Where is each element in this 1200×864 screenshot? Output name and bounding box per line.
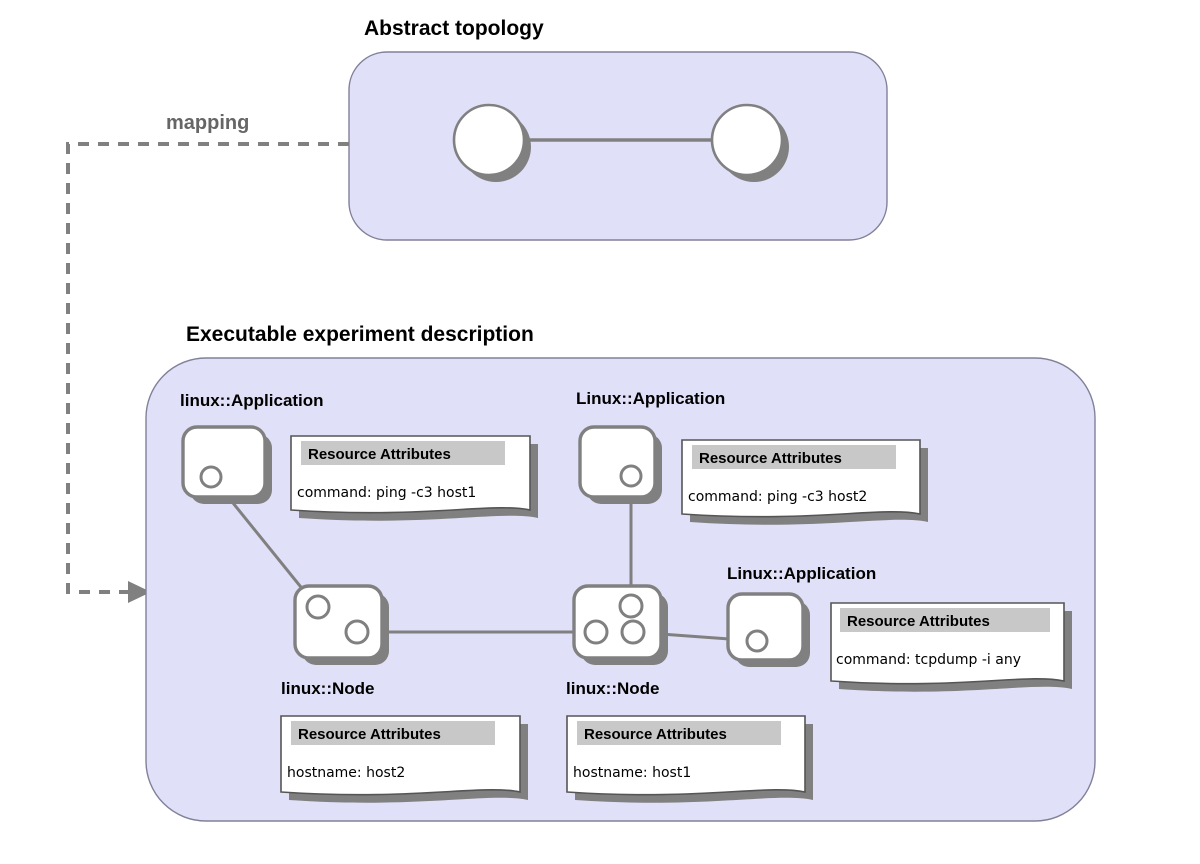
resource-node2-note-header-bg bbox=[291, 721, 495, 745]
resource-node1-shape[interactable] bbox=[572, 584, 663, 660]
mapping-label: mapping bbox=[166, 112, 249, 134]
resource-node1-note: Resource Attributes hostname: host1 bbox=[566, 715, 813, 803]
abstract-topology-title: Abstract topology bbox=[364, 17, 544, 40]
resource-node2[interactable]: linux::Node Resource Attributes hostname… bbox=[280, 584, 528, 803]
abstract-topology-container bbox=[348, 51, 888, 241]
abstract-topology-panel bbox=[348, 51, 888, 241]
resource-node1-port-top[interactable] bbox=[618, 593, 644, 619]
resource-node2-type-label: linux::Node bbox=[281, 679, 375, 698]
resource-node2-note-attribute: hostname: host2 bbox=[287, 765, 405, 781]
resource-node2-note: Resource Attributes hostname: host2 bbox=[280, 715, 528, 803]
mapping-dashed-line bbox=[66, 142, 349, 594]
resource-node2-shape[interactable] bbox=[293, 584, 384, 660]
resource-app1-type-label: linux::Application bbox=[180, 391, 324, 410]
resource-node2-port-b[interactable] bbox=[344, 619, 370, 645]
resource-node1-note-header-bg bbox=[577, 721, 781, 745]
resource-app3-note-header: Resource Attributes bbox=[847, 613, 990, 630]
resource-app1-port[interactable] bbox=[199, 465, 223, 489]
abstract-node-a bbox=[452, 103, 526, 177]
resource-node1[interactable]: linux::Node Resource Attributes hostname… bbox=[566, 584, 813, 803]
resource-app3-shape[interactable] bbox=[726, 592, 805, 662]
resource-app2-note: Resource Attributes command: ping -c3 ho… bbox=[681, 439, 928, 525]
resource-app3[interactable]: Linux::Application Resource Attributes c… bbox=[726, 564, 1072, 692]
resource-node1-port-left[interactable] bbox=[583, 619, 609, 645]
resource-app2-note-header: Resource Attributes bbox=[699, 450, 842, 467]
resource-app2-port[interactable] bbox=[619, 464, 643, 488]
resource-app1-note-attribute: command: ping -c3 host1 bbox=[297, 485, 476, 501]
resource-app2-shape[interactable] bbox=[578, 425, 657, 499]
resource-node1-note-header: Resource Attributes bbox=[584, 726, 727, 743]
resource-app1-note: Resource Attributes command: ping -c3 ho… bbox=[290, 435, 538, 521]
resource-app3-port[interactable] bbox=[745, 629, 769, 653]
resource-app3-note-attribute: command: tcpdump -i any bbox=[836, 652, 1021, 668]
resource-app2[interactable]: Linux::Application Resource Attributes c… bbox=[576, 389, 928, 525]
arrow-right-icon bbox=[128, 581, 151, 603]
resource-app2-note-header-bg bbox=[692, 445, 896, 469]
resource-node2-port-a[interactable] bbox=[305, 594, 331, 620]
resource-app1-shape[interactable] bbox=[181, 425, 267, 499]
resource-node1-port-right[interactable] bbox=[620, 619, 646, 645]
abstract-node-b bbox=[710, 103, 784, 177]
resource-node1-type-label: linux::Node bbox=[566, 679, 660, 698]
resource-app2-note-attribute: command: ping -c3 host2 bbox=[688, 489, 867, 505]
mapping-connector: mapping bbox=[66, 112, 349, 603]
resource-node1-note-attribute: hostname: host1 bbox=[573, 765, 691, 781]
resource-app1-note-header-bg bbox=[301, 441, 505, 465]
resource-app3-type-label: Linux::Application bbox=[727, 564, 876, 583]
resource-app2-type-label: Linux::Application bbox=[576, 389, 725, 408]
resource-app1-note-header: Resource Attributes bbox=[308, 446, 451, 463]
resource-app3-note: Resource Attributes command: tcpdump -i … bbox=[830, 602, 1072, 692]
resource-node2-note-header: Resource Attributes bbox=[298, 726, 441, 743]
resource-app3-note-header-bg bbox=[840, 608, 1050, 632]
executable-description-title: Executable experiment description bbox=[186, 323, 534, 346]
resource-app1[interactable]: linux::Application Resource Attributes c… bbox=[180, 391, 538, 521]
